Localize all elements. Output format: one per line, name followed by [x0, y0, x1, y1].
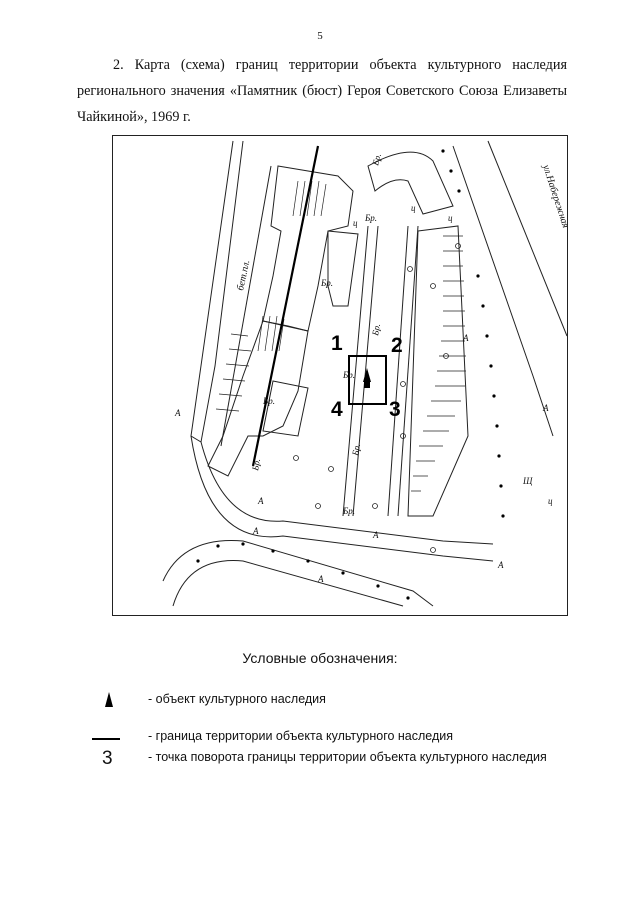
triangle-icon: [105, 692, 113, 707]
map-street-right-1: [452, 145, 554, 437]
map-walkway-4: [397, 225, 419, 517]
heritage-boundary[interactable]: [348, 355, 387, 405]
map-building-south: [262, 380, 309, 437]
monument-base: [364, 382, 370, 388]
area-label-br-7: Бр.: [370, 323, 382, 338]
map-hatching: [215, 180, 466, 492]
map-road-left-outer: [190, 140, 244, 443]
map-building-wing: [327, 230, 359, 307]
legend-text-object: - объект культурного наследия: [148, 692, 326, 706]
legend-text-turn-point: - точка поворота границы территории объе…: [148, 750, 547, 764]
map-walkway-3: [387, 225, 409, 517]
map-building-lower: [207, 320, 309, 477]
area-label-br-4: Бр.: [342, 370, 355, 380]
turn-point-2: 2: [391, 334, 403, 357]
map-bold-line: [251, 145, 320, 467]
area-label-shch: Щ: [522, 476, 533, 486]
area-label-a-6: А: [252, 526, 259, 536]
legend-symbol-number: 3: [92, 748, 122, 770]
area-label-br-5: Бр.: [342, 506, 355, 516]
area-label-br-8: Бр.: [350, 443, 362, 458]
area-label-a-3: А: [542, 403, 549, 413]
map-frame[interactable]: 1 2 3 4 ул.Набережная бет.пл. А А А А А …: [112, 135, 568, 616]
map-caption: 2. Карта (схема) границ территории объек…: [77, 52, 567, 130]
map-trees: [293, 243, 461, 553]
map-parking: [407, 225, 469, 517]
area-label-a-1: А: [174, 408, 181, 418]
area-label-a-8: А: [317, 574, 324, 584]
legend-title: Условные обозначения:: [242, 650, 398, 666]
legend-text-boundary: - граница территории объекта культурного…: [148, 729, 454, 743]
map-fence-dots: [196, 149, 505, 600]
turn-point-1: 1: [331, 332, 343, 355]
area-label-a-2: А: [462, 333, 469, 343]
map-lower-strip-outer: [162, 540, 434, 607]
area-label-a-4: А: [257, 496, 264, 506]
area-label-br-2: Бр.: [320, 278, 333, 288]
map-curved-building: [367, 151, 454, 215]
area-label-br-9: Бр.: [250, 458, 262, 473]
legend-row-boundary: - граница территории объекта культурного…: [0, 727, 640, 749]
area-label-ts-4: ц: [548, 496, 553, 506]
map-walkway-2: [352, 225, 379, 517]
map-lower-strip-inner: [172, 560, 404, 607]
map-road-bottom-inner: [190, 435, 494, 562]
map-walkway-1: [342, 225, 369, 517]
page-number: 5: [317, 30, 323, 42]
map-street-right-2: [487, 140, 567, 337]
site-map[interactable]: 1 2 3 4 ул.Набережная бет.пл. А А А А А …: [113, 136, 567, 615]
area-label-ts-2: ц: [411, 203, 416, 213]
area-label-br-3: Бр.: [262, 396, 275, 406]
area-label-a-7: А: [497, 560, 504, 570]
area-label-br-6: Бр.: [370, 152, 383, 167]
turn-point-number: 3: [102, 748, 113, 769]
area-label-ts-1: ц: [353, 218, 358, 228]
area-label-ts-3: ц: [448, 213, 453, 223]
map-road-bottom-outer: [200, 441, 494, 545]
area-label-br-1: Бр.: [364, 213, 377, 223]
legend-row-turn-point: 3 - точка поворота границы территории об…: [0, 748, 640, 770]
turn-point-4: 4: [331, 398, 343, 421]
map-area-labels: А А А А А А А А Бр. Бр. Бр. Бр. Бр. Бр. …: [174, 152, 553, 584]
turn-point-3: 3: [389, 398, 401, 421]
legend-symbol-line: [92, 727, 122, 749]
monument-triangle-icon[interactable]: [363, 368, 371, 382]
legend-symbol-triangle: [92, 690, 122, 712]
caption-text: 2. Карта (схема) границ территории объек…: [77, 57, 567, 125]
legend-row-object: - объект культурного наследия: [0, 690, 640, 712]
area-label-a-5: А: [372, 530, 379, 540]
map-road-left-inner: [220, 165, 272, 447]
street-label-embankment: ул.Набережная: [540, 163, 567, 230]
boundary-line-icon: [92, 738, 120, 740]
